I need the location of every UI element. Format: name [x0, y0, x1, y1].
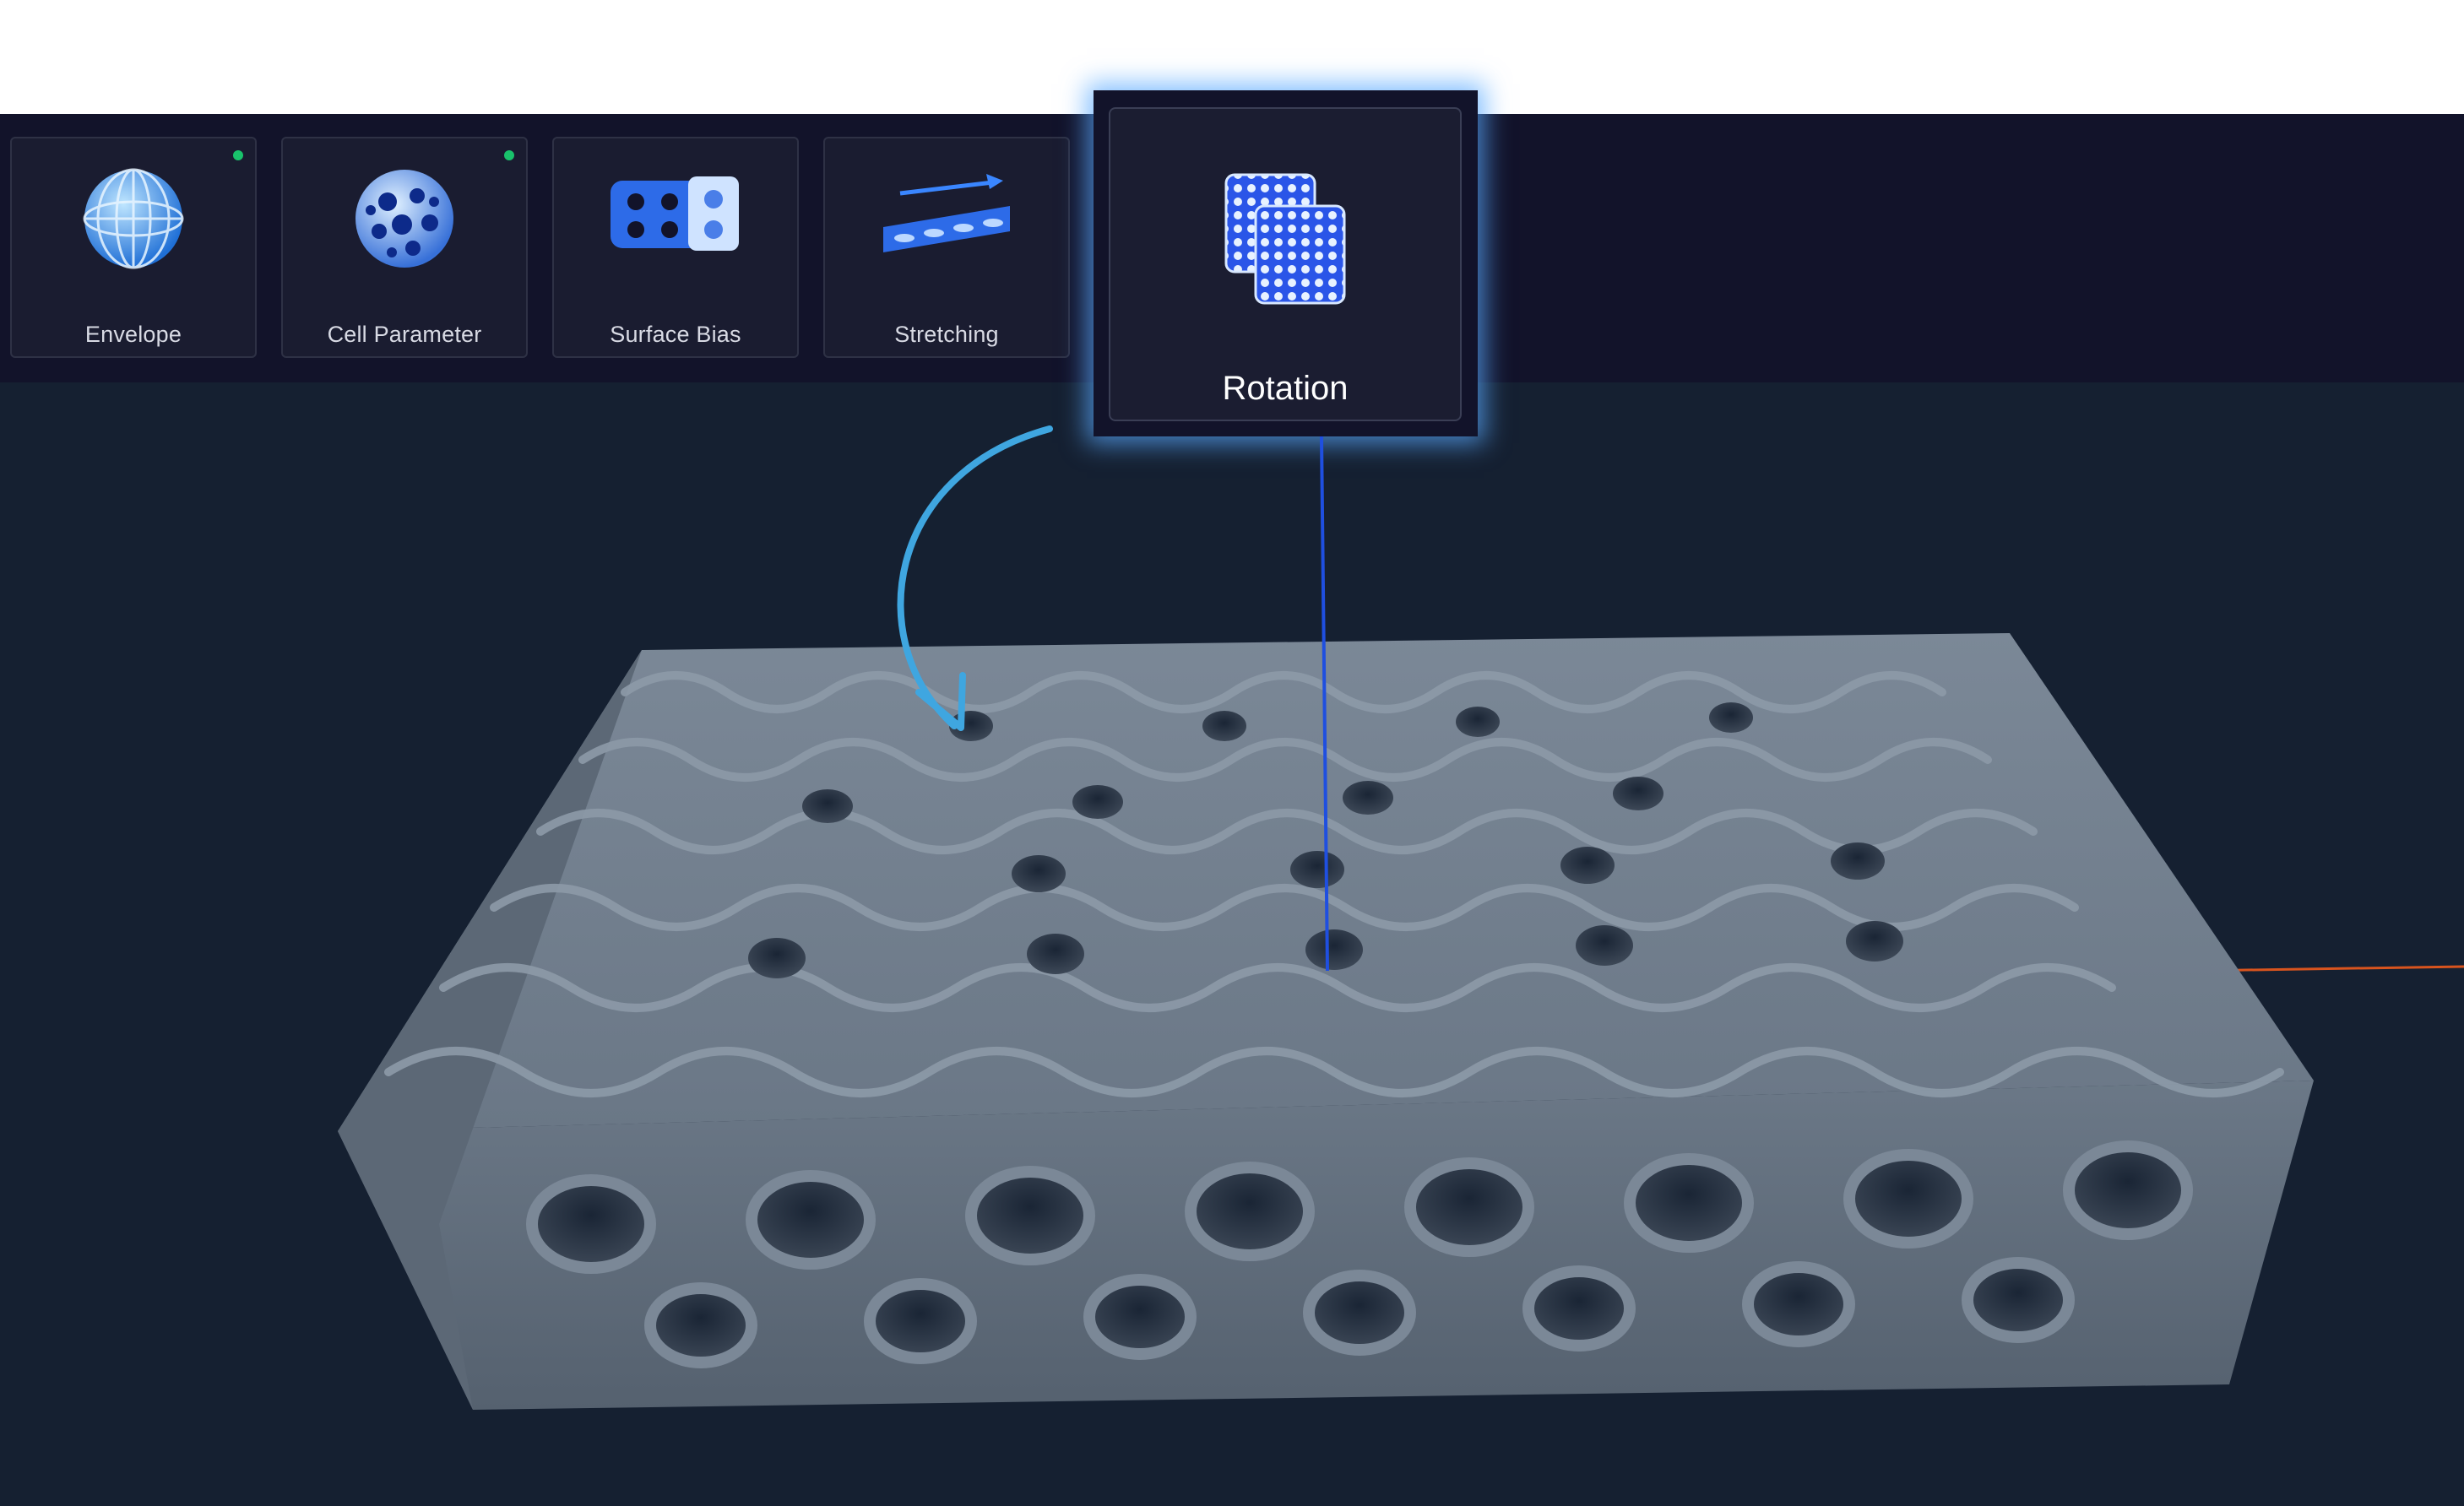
tool-label: Surface Bias [610, 322, 741, 347]
active-indicator [233, 150, 243, 160]
rotated-lattice-icon [1224, 173, 1346, 305]
lattice-left-side [338, 650, 642, 1410]
tool-cell-parameter[interactable]: Cell Parameter [281, 137, 528, 358]
tool-label: Rotation [1222, 370, 1349, 407]
globe-icon [83, 168, 184, 269]
tool-rotation-highlight: Rotation [1094, 90, 1478, 436]
lattice-front-pores [526, 1140, 2193, 1368]
z-axis-line [1320, 436, 1329, 972]
tool-label: Envelope [84, 322, 182, 347]
tool-surface-bias[interactable]: Surface Bias [552, 137, 799, 358]
annotation-arrow [897, 425, 1053, 731]
tool-label: Cell Parameter [327, 322, 482, 347]
x-axis-line [2195, 965, 2464, 972]
tool-label: Stretching [894, 322, 999, 347]
tool-stretching[interactable]: Stretching [823, 137, 1070, 358]
lattice-block-icon [611, 176, 739, 251]
tool-rotation[interactable]: Rotation [1109, 107, 1462, 421]
tool-envelope[interactable]: Envelope [10, 137, 257, 358]
porous-sphere-icon [355, 170, 453, 268]
lattice-top-pores [748, 702, 1903, 978]
active-indicator [504, 150, 514, 160]
stretch-arrow-icon [883, 174, 1010, 252]
lattice-ridges [384, 671, 2284, 1097]
